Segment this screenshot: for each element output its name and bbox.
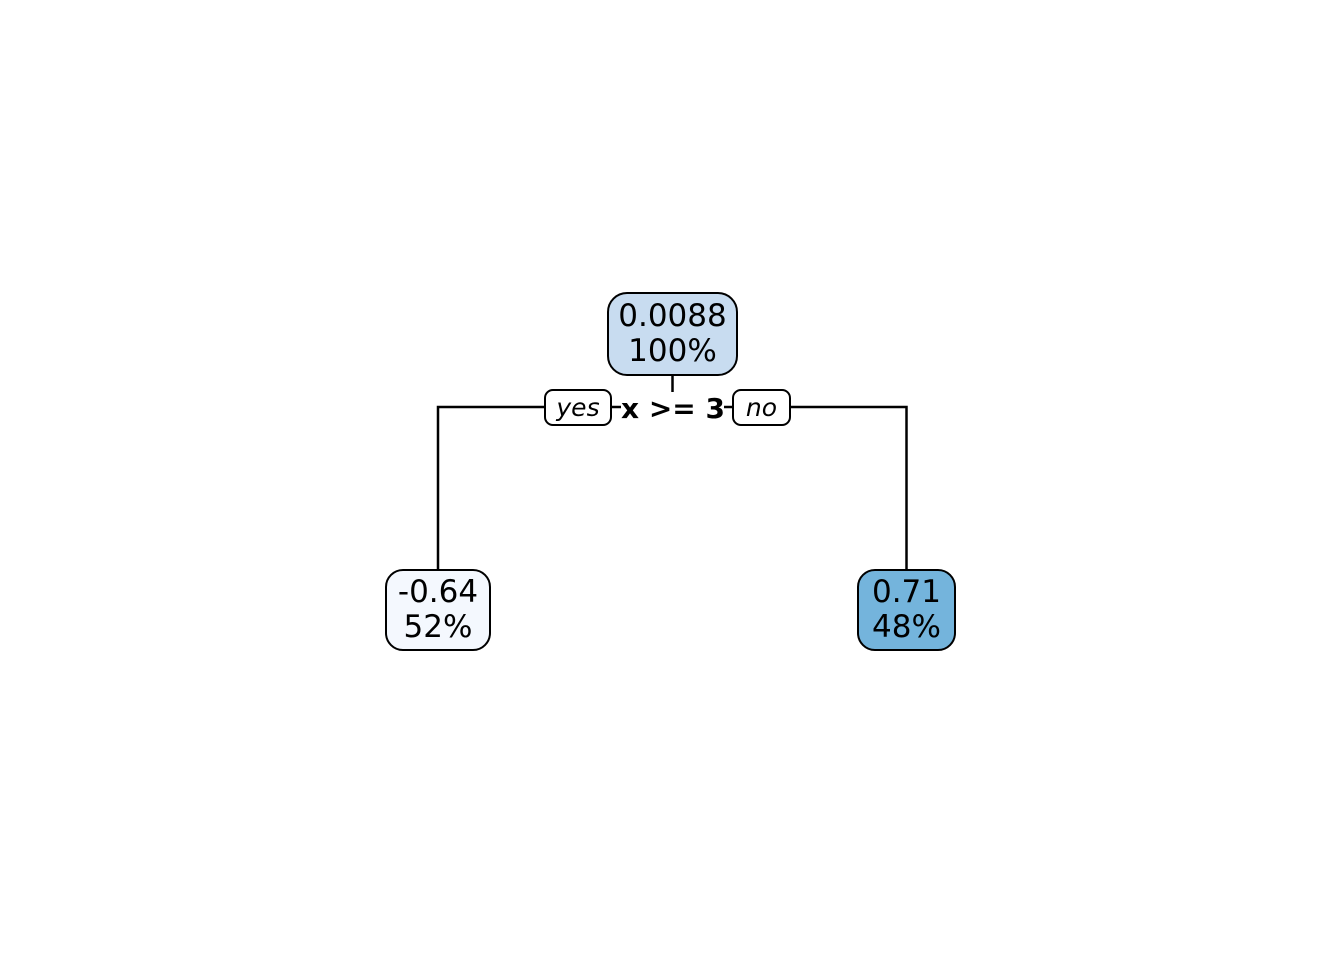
leaf-left-percent: 52%: [403, 609, 473, 645]
branch-label-no-text: no: [745, 393, 778, 422]
edge-yes-to-left-leaf: [436, 405, 544, 569]
branch-label-yes[interactable]: yes: [544, 389, 612, 426]
split-condition-text: x >= 3: [621, 391, 725, 425]
leaf-left-value: -0.64: [397, 574, 479, 611]
tree-node-root[interactable]: 0.0088 100%: [607, 292, 738, 376]
branch-label-no[interactable]: no: [732, 389, 791, 426]
root-node-value: 0.0088: [618, 298, 727, 335]
leaf-right-value: 0.71: [871, 574, 942, 611]
branch-label-yes-text: yes: [556, 393, 600, 422]
tree-node-leaf-right[interactable]: 0.71 48%: [857, 569, 956, 651]
edge-no-to-right-leaf: [791, 405, 908, 569]
leaf-right-percent: 48%: [872, 609, 941, 645]
tree-node-leaf-left[interactable]: -0.64 52%: [385, 569, 491, 651]
root-node-percent: 100%: [628, 333, 717, 369]
split-condition: x >= 3: [619, 390, 727, 426]
